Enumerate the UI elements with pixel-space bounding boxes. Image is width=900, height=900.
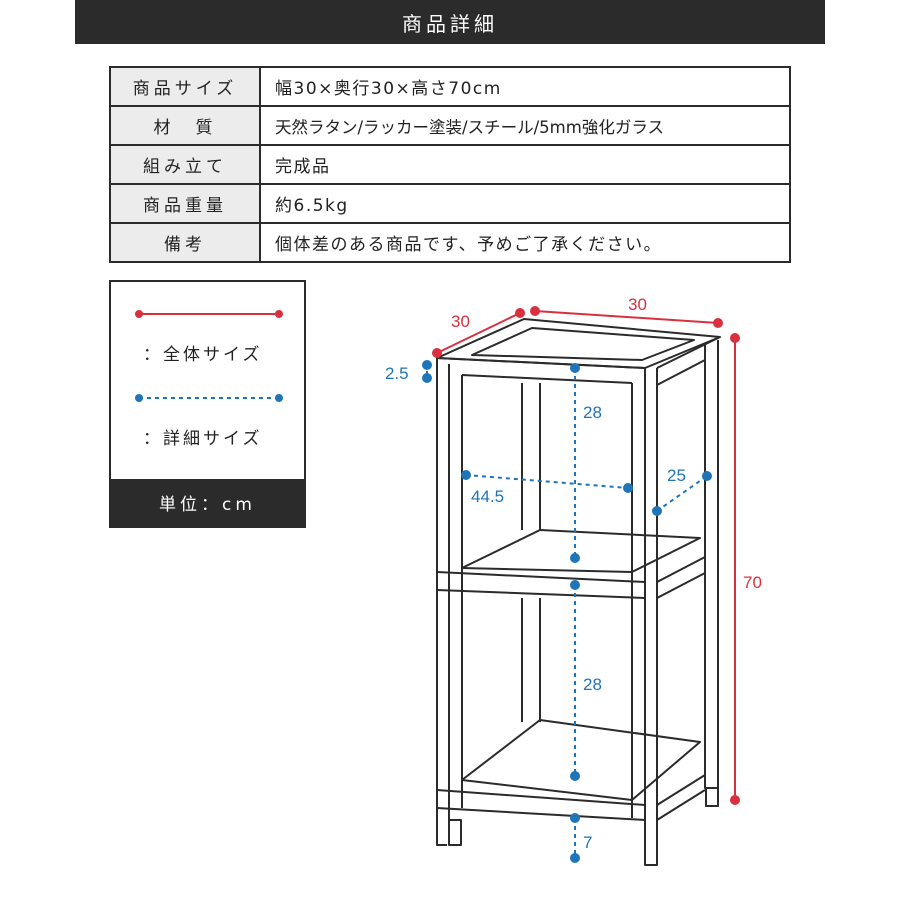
spec-label-assembly: 組み立て [109, 144, 261, 185]
spec-value-material: 天然ラタン/ラッカー塗装/スチール/5mm強化ガラス [259, 105, 791, 146]
dim-diag-dot-b [623, 483, 633, 493]
table-row: 材 質 天然ラタン/ラッカー塗装/スチール/5mm強化ガラス [109, 105, 791, 146]
legend-overall-dot-left [135, 310, 143, 318]
dim-diag-dot-a [461, 470, 471, 480]
side-upper-rail [656, 359, 706, 386]
dim-depth-line [436, 312, 521, 354]
dim-diag-line [465, 474, 629, 489]
foot-back-right [705, 787, 719, 807]
middle-shelf [461, 529, 701, 573]
dim-leg-dot-b [570, 853, 580, 863]
front-left-leg [436, 358, 447, 846]
header-title: 商品詳細 [402, 11, 498, 36]
label-upper-shelf: 28 [583, 403, 602, 422]
dim-depth-dot-a [432, 348, 442, 358]
bottom-side-rail-top [656, 774, 706, 806]
bottom-side-rail-bottom [656, 789, 706, 821]
front-right-leg [644, 368, 658, 866]
dim-inner-depth-dot-b [702, 471, 712, 481]
dim-inner-depth-line [656, 475, 708, 512]
spec-value-assembly: 完成品 [259, 144, 791, 185]
label-frame: 2.5 [385, 364, 409, 383]
dim-frame-dot-b [422, 373, 432, 383]
legend-overall-dot-right [275, 310, 283, 318]
dim-depth-dot-b [515, 308, 525, 318]
dim-leg-dot-a [570, 813, 580, 823]
legend-detail-dot-right [275, 394, 283, 402]
label-depth: 30 [451, 312, 470, 331]
legend-detail-dot-left [135, 394, 143, 402]
dim-height-dot-b [730, 795, 740, 805]
label-inner-depth: 25 [667, 466, 686, 485]
table-row: 備考 個体差のある商品です、予めご了承ください。 [109, 222, 791, 263]
front-top-edge [436, 357, 646, 369]
shelf-frame [436, 318, 721, 866]
page-header: 商品詳細 [75, 0, 825, 44]
right-top-edge [656, 336, 721, 369]
middle-front-rail-top [436, 571, 646, 583]
spec-label-material: 材 質 [109, 105, 261, 146]
legend-overall-label: ：全体サイズ [143, 345, 263, 365]
table-row: 商品重量 約6.5kg [109, 183, 791, 224]
spec-label-weight: 商品重量 [109, 183, 261, 224]
label-height: 70 [743, 573, 762, 592]
middle-side-rail-top [656, 556, 706, 583]
legend-swatches [135, 310, 283, 402]
legend-box: ：全体サイズ ：詳細サイズ 単位：cm [109, 280, 306, 528]
front-inner-top [461, 374, 633, 384]
dim-frame-dot-a [422, 360, 432, 370]
middle-side-rail-bottom [656, 572, 706, 599]
spec-value-note: 個体差のある商品です、予めご了承ください。 [259, 222, 791, 263]
spec-label-note: 備考 [109, 222, 261, 263]
overall-dimensions [432, 306, 740, 805]
dim-inner-depth-dot-a [652, 506, 662, 516]
spec-label-size: 商品サイズ [109, 66, 261, 107]
label-leg: 7 [583, 833, 592, 852]
spec-value-weight: 約6.5kg [259, 183, 791, 224]
foot-front-left [448, 819, 462, 846]
dim-width-dot-a [530, 306, 540, 316]
detail-dimensions [422, 360, 712, 863]
table-row: 組み立て 完成品 [109, 144, 791, 185]
label-lower-shelf: 28 [583, 675, 602, 694]
legend-detail-label: ：詳細サイズ [143, 429, 263, 449]
bottom-front-rail-bottom [436, 807, 646, 821]
dim-width-dot-b [713, 318, 723, 328]
bottom-front-rail-top [436, 789, 646, 806]
dim-upper-dot-a [570, 363, 580, 373]
dim-height-dot-a [730, 333, 740, 343]
label-width: 30 [628, 295, 647, 314]
top-glass [471, 327, 695, 361]
legend-unit: 単位：cm [111, 479, 304, 526]
dim-width-line [534, 310, 719, 324]
back-right-leg [704, 340, 719, 789]
bottom-shelf [461, 719, 701, 801]
dim-upper-dot-b [570, 553, 580, 563]
middle-front-rail-bottom [436, 589, 646, 599]
spec-value-size: 幅30×奥行30×高さ70cm [259, 66, 791, 107]
dim-lower-dot-b [570, 771, 580, 781]
table-row: 商品サイズ 幅30×奥行30×高さ70cm [109, 66, 791, 107]
label-diag: 44.5 [471, 487, 504, 506]
dim-lower-dot-a [570, 580, 580, 590]
spec-table: 商品サイズ 幅30×奥行30×高さ70cm 材 質 天然ラタン/ラッカー塗装/ス… [109, 66, 791, 263]
